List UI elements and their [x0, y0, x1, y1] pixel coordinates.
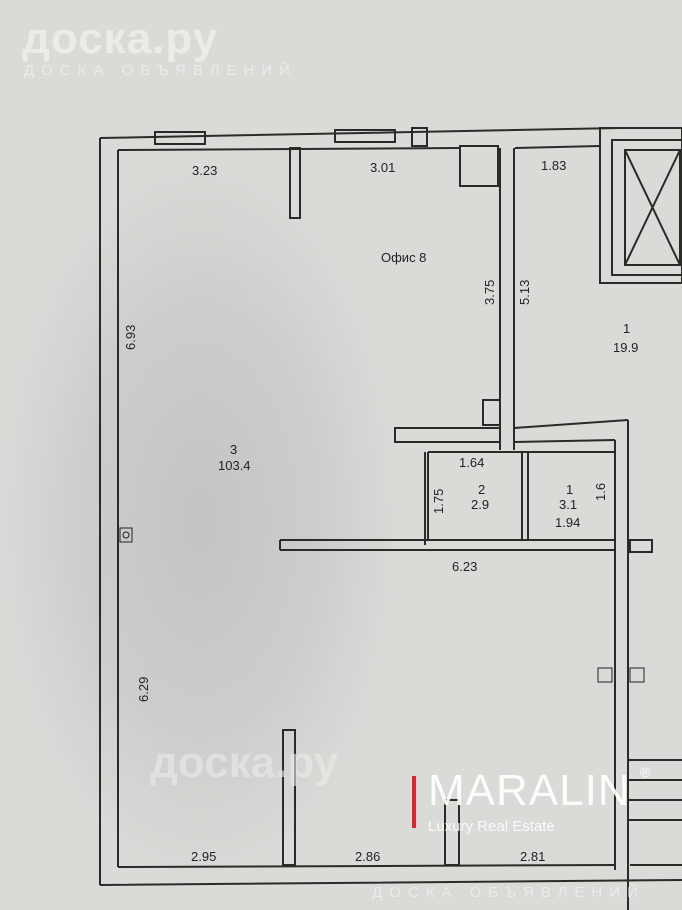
room-2-number: 2	[478, 482, 485, 497]
watermark-subtitle-bottom: ДОСКА ОБЪЯВЛЕНИЙ	[372, 884, 645, 901]
dim-top-right: 1.83	[541, 158, 566, 173]
dim-bottom-mid: 2.86	[355, 849, 380, 864]
brand-accent-bar	[412, 776, 416, 828]
dim-wc1-width: 1.94	[555, 515, 580, 530]
dim-bottom-right: 2.81	[520, 849, 545, 864]
brand-tagline: Luxury Real Estate	[428, 818, 555, 835]
socket-icon	[597, 667, 613, 683]
dim-partition: 6.23	[452, 559, 477, 574]
room-3-area: 103.4	[218, 458, 251, 473]
registered-mark: ®	[640, 764, 651, 780]
dim-left-upper: 6.93	[123, 325, 138, 350]
room-wc1-area: 3.1	[559, 497, 577, 512]
room-wc1-number: 1	[566, 482, 573, 497]
dim-top-mid: 3.01	[370, 160, 395, 175]
brand-name: MARALIN	[428, 766, 631, 815]
dim-bottom-left: 2.95	[191, 849, 216, 864]
room-1-number: 1	[623, 321, 630, 336]
office-label: Офис 8	[381, 250, 426, 265]
dim-wc2-width: 1.64	[459, 455, 484, 470]
room-3-number: 3	[230, 442, 237, 457]
dim-wc1-depth: 1.6	[593, 483, 608, 501]
socket-icons	[119, 527, 645, 683]
watermark-subtitle: ДОСКА ОБЪЯВЛЕНИЙ	[24, 62, 297, 79]
dim-corridor-outer: 5.13	[517, 280, 532, 305]
dim-wc2-depth: 1.75	[431, 489, 446, 514]
walls	[99, 127, 682, 910]
socket-icon-dot	[122, 531, 130, 539]
socket-icon	[119, 527, 133, 543]
dim-left-lower: 6.29	[136, 677, 151, 702]
watermark-logo: доска.ру	[22, 14, 219, 63]
dim-corridor-inner: 3.75	[482, 280, 497, 305]
watermark-logo-bottom: доска.ру	[150, 738, 339, 787]
room-1-area: 19.9	[613, 340, 638, 355]
dim-top-left: 3.23	[192, 163, 217, 178]
room-2-area: 2.9	[471, 497, 489, 512]
socket-icon	[629, 667, 645, 683]
